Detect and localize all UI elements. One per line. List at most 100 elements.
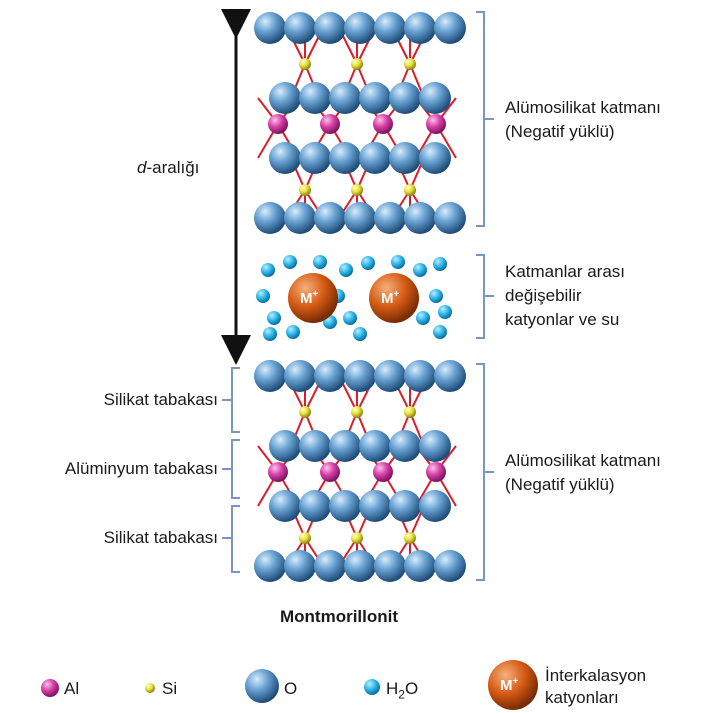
aluminum-atom <box>373 462 393 482</box>
legend-si-label: Si <box>162 679 177 699</box>
oxygen-atom <box>254 12 286 44</box>
silicate-upper-label: Silikat tabakası <box>104 390 218 410</box>
water-molecule <box>339 263 353 277</box>
h2o-molecule-icon <box>364 679 380 695</box>
water-molecule <box>361 256 375 270</box>
bracket-silicate-lower <box>222 506 240 572</box>
aluminum-atom <box>268 114 288 134</box>
aluminum-atom <box>320 114 340 134</box>
oxygen-atom <box>314 550 346 582</box>
oxygen-atom <box>329 142 361 174</box>
d-spacing-label: d-aralığı <box>137 158 199 178</box>
al-atom-icon <box>41 679 59 697</box>
oxygen-atom <box>299 142 331 174</box>
oxygen-atom <box>284 550 316 582</box>
silicon-atom <box>299 58 311 70</box>
water-molecule <box>283 255 297 269</box>
water-molecule <box>438 305 452 319</box>
bracket-interlayer <box>476 255 494 338</box>
oxygen-atom <box>404 550 436 582</box>
water-molecule <box>413 263 427 277</box>
oxygen-atom <box>314 360 346 392</box>
oxygen-atom <box>284 360 316 392</box>
water-molecule <box>433 257 447 271</box>
silicon-atom <box>299 532 311 544</box>
interlayer-cation: M+ <box>288 273 338 323</box>
atom-layers <box>254 12 466 582</box>
aluminum-atom <box>426 462 446 482</box>
aluminosilicate-bottom-label: Alümosilikat katmanı <box>505 451 661 471</box>
oxygen-atom <box>359 490 391 522</box>
silicon-atom <box>404 406 416 418</box>
negative-charge-bottom-label: (Negatif yüklü) <box>505 475 615 495</box>
silicon-atom <box>351 406 363 418</box>
oxygen-atom <box>389 430 421 462</box>
oxygen-atom <box>329 490 361 522</box>
oxygen-atom <box>269 82 301 114</box>
oxygen-atom <box>434 550 466 582</box>
interlayer-label-line1: Katmanlar arası <box>505 262 625 282</box>
oxygen-atom <box>419 82 451 114</box>
interlayer-label-line3: katyonlar ve su <box>505 310 619 330</box>
water-molecule <box>267 311 281 325</box>
oxygen-atom <box>404 202 436 234</box>
oxygen-atom <box>374 360 406 392</box>
oxygen-atom <box>344 12 376 44</box>
oxygen-atom <box>434 12 466 44</box>
oxygen-atom <box>419 142 451 174</box>
oxygen-atom <box>254 360 286 392</box>
water-molecule <box>391 255 405 269</box>
oxygen-atom <box>329 430 361 462</box>
silicon-atom <box>299 184 311 196</box>
oxygen-atom <box>419 490 451 522</box>
oxygen-atom <box>254 202 286 234</box>
cation-icon: M+ <box>488 660 538 710</box>
oxygen-atom <box>434 360 466 392</box>
water-molecule <box>286 325 300 339</box>
legend-h2o-label: H2O <box>386 679 418 704</box>
oxygen-atom <box>359 82 391 114</box>
oxygen-atom <box>314 202 346 234</box>
oxygen-atom <box>374 12 406 44</box>
aluminum-atom <box>268 462 288 482</box>
si-atom-icon <box>145 683 155 693</box>
aluminosilicate-top-label: Alümosilikat katmanı <box>505 98 661 118</box>
legend-cation-label-line2: katyonları <box>545 688 619 708</box>
aluminum-atom <box>426 114 446 134</box>
oxygen-atom <box>299 430 331 462</box>
oxygen-atom <box>389 490 421 522</box>
oxygen-atom <box>344 550 376 582</box>
oxygen-atom <box>269 142 301 174</box>
water-molecule <box>256 289 270 303</box>
oxygen-atom <box>389 142 421 174</box>
oxygen-atom <box>344 360 376 392</box>
oxygen-atom <box>299 82 331 114</box>
aluminum-atom <box>373 114 393 134</box>
silicon-atom <box>351 532 363 544</box>
bracket-top-right <box>476 12 494 226</box>
oxygen-atom <box>359 430 391 462</box>
silicon-atom <box>351 58 363 70</box>
oxygen-atom <box>374 202 406 234</box>
silicate-lower-label: Silikat tabakası <box>104 528 218 548</box>
legend-o-label: O <box>284 679 297 699</box>
oxygen-atom <box>404 360 436 392</box>
interlayer-label-line2: değişebilir <box>505 286 582 306</box>
aluminum-atom <box>320 462 340 482</box>
oxygen-atom <box>404 12 436 44</box>
oxygen-atom <box>314 12 346 44</box>
diagram-title: Montmorillonit <box>280 607 398 627</box>
water-molecule <box>353 327 367 341</box>
silicon-atom <box>404 184 416 196</box>
oxygen-atom <box>434 202 466 234</box>
negative-charge-top-label: (Negatif yüklü) <box>505 122 615 142</box>
oxygen-atom <box>344 202 376 234</box>
oxygen-atom <box>284 12 316 44</box>
oxygen-atom <box>299 490 331 522</box>
oxygen-atom <box>419 430 451 462</box>
bracket-bottom-right <box>476 364 494 580</box>
oxygen-atom <box>359 142 391 174</box>
water-molecule <box>263 327 277 341</box>
water-molecule <box>433 325 447 339</box>
water-molecule <box>343 311 357 325</box>
